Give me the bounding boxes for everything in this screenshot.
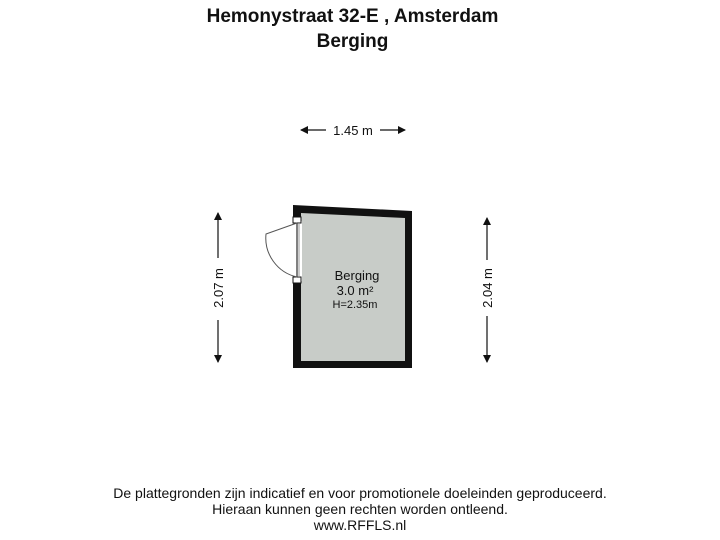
- room-title: Berging: [316, 31, 389, 52]
- door-frame-bottom: [292, 276, 302, 284]
- room-height-label: H=2.35m: [333, 299, 378, 311]
- room-area-label: 3.0 m²: [337, 283, 375, 298]
- door-frame-top: [292, 216, 302, 224]
- disclaimer-line-2: Hieraan kunnen geen rechten worden ontle…: [212, 501, 508, 517]
- room-floor: [301, 213, 405, 361]
- door-swing-arc: [265, 222, 298, 278]
- room-name-label: Berging: [335, 268, 380, 283]
- width-dimension-label: 1.45 m: [333, 123, 373, 138]
- website-link: www.RFFLS.nl: [313, 517, 407, 533]
- disclaimer-line-1: De plattegronden zijn indicatief en voor…: [113, 485, 607, 501]
- left-height-label: 2.07 m: [211, 268, 226, 308]
- right-height-label: 2.04 m: [480, 268, 495, 308]
- address-title: Hemonystraat 32-E , Amsterdam: [206, 6, 499, 27]
